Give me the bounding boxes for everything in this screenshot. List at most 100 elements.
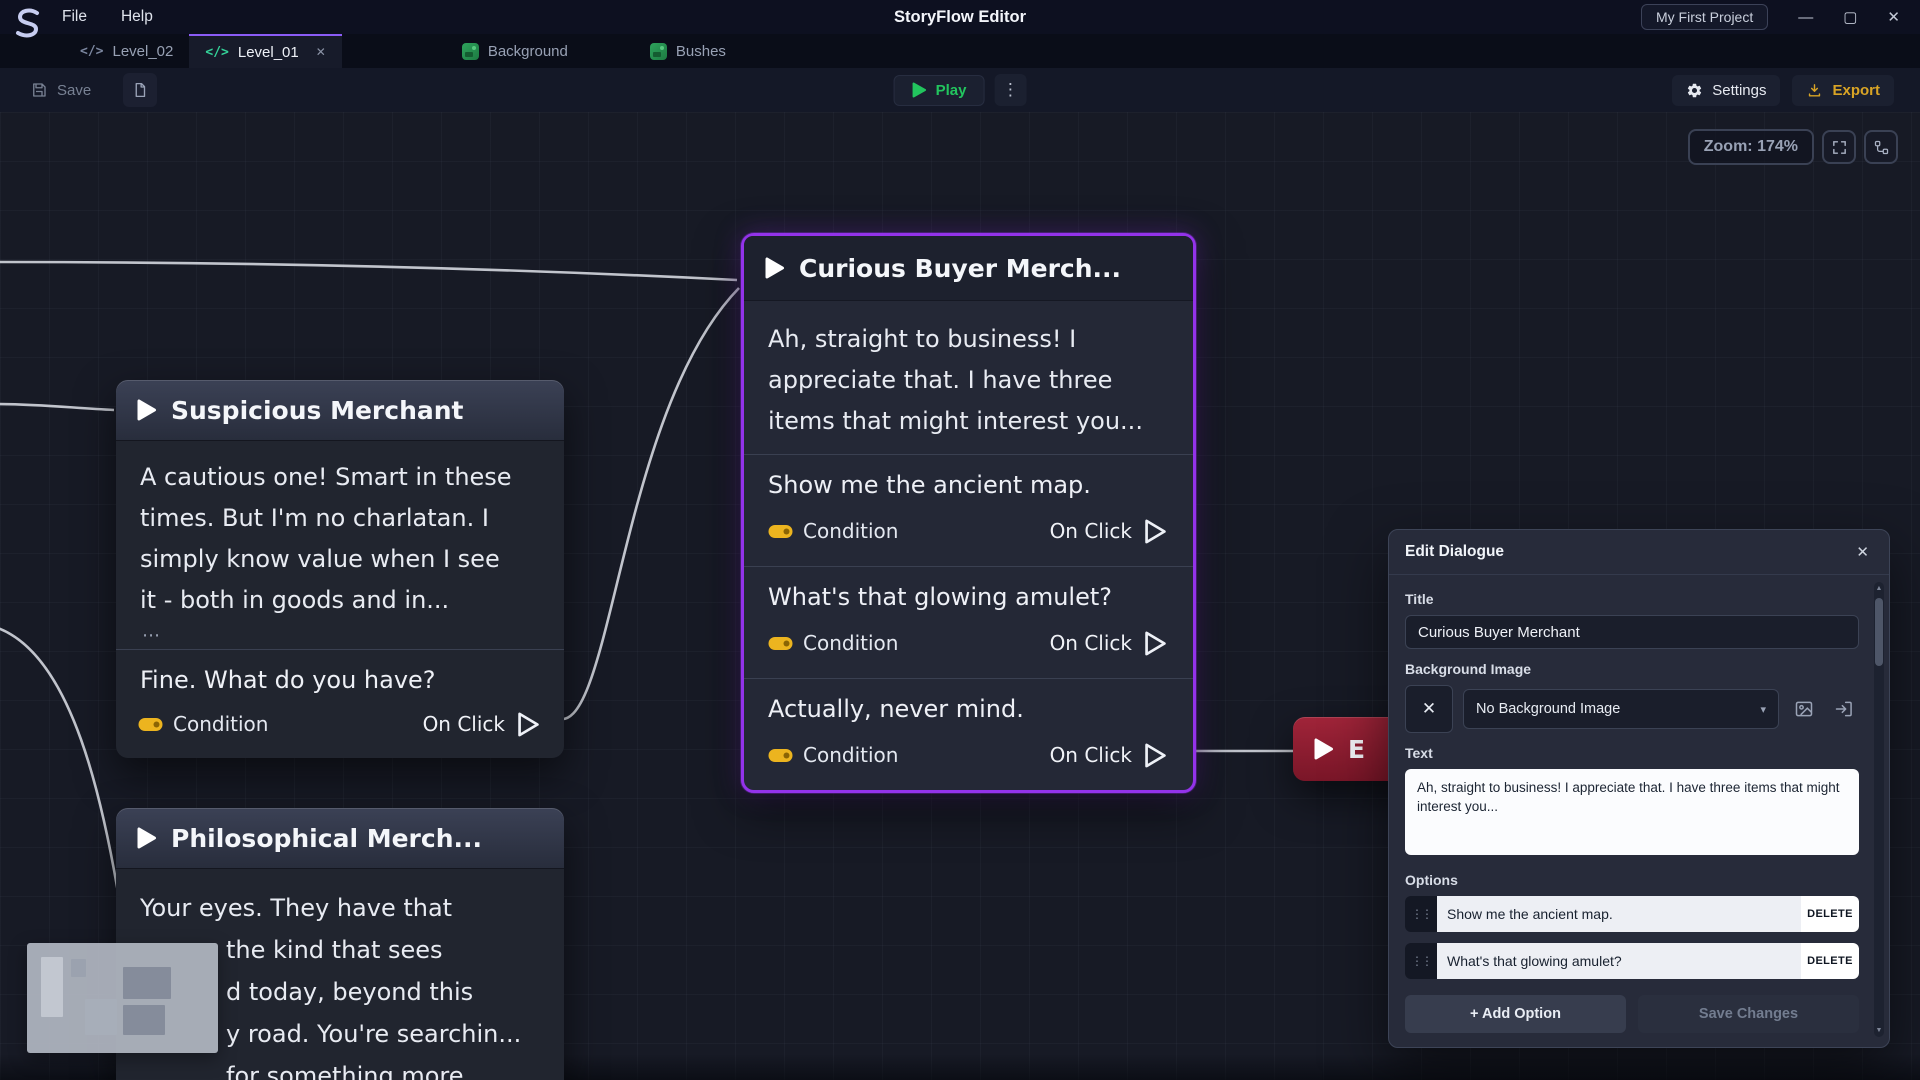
texture-thumbnail-icon <box>461 42 479 60</box>
option-row: ⋮⋮ DELETE <box>1405 896 1859 932</box>
background-image-select[interactable]: No Background Image ▾ <box>1463 689 1779 729</box>
zoom-controls: Zoom: 174% <box>1687 129 1898 165</box>
node-title: Curious Buyer Merch... <box>799 253 1122 283</box>
option-condition[interactable]: Condition <box>138 712 268 736</box>
background-image-label: Background Image <box>1405 661 1532 677</box>
option-condition[interactable]: Condition <box>768 631 898 655</box>
edit-dialogue-panel: Edit Dialogue ✕ Title Background Image ✕… <box>1388 529 1890 1048</box>
dialogue-node-suspicious-merchant[interactable]: Suspicious Merchant A cautious one! Smar… <box>116 380 564 758</box>
tab-level-01[interactable]: </> Level_01 ✕ <box>189 34 342 68</box>
play-outline-icon <box>1145 631 1166 655</box>
play-outline-icon <box>1145 519 1166 543</box>
settings-button[interactable]: Settings <box>1672 74 1781 106</box>
project-name-badge[interactable]: My First Project <box>1641 4 1769 30</box>
more-options-button[interactable]: ⋮ <box>994 74 1027 106</box>
maximize-icon[interactable]: ▢ <box>1843 9 1858 26</box>
dialogue-line: y road. You're searchin... <box>226 1020 522 1048</box>
dialogue-option[interactable]: Show me the ancient map. Condition On Cl… <box>744 454 1193 566</box>
node-title: E <box>1348 734 1366 764</box>
app-logo-icon[interactable] <box>8 4 48 44</box>
floppy-icon <box>33 83 46 97</box>
title-input[interactable] <box>1405 615 1859 649</box>
tab-background[interactable]: Background <box>446 34 584 68</box>
node-dialogue-text: A cautious one! Smart in these times. Bu… <box>140 463 512 614</box>
new-file-button[interactable] <box>123 73 158 107</box>
tab-label: Bushes <box>675 42 726 60</box>
fit-screen-icon <box>1832 140 1846 154</box>
tab-bar: </> Level_02 </> Level_01 ✕ Background B… <box>0 34 1920 68</box>
scroll-up-icon[interactable]: ▲ <box>1875 585 1883 592</box>
kebab-icon: ⋮ <box>1001 80 1019 99</box>
option-text-input[interactable] <box>1437 943 1801 979</box>
tab-bushes[interactable]: Bushes <box>634 34 742 68</box>
dialogue-text-input[interactable]: Ah, straight to business! I appreciate t… <box>1405 769 1859 855</box>
delete-option-button[interactable]: DELETE <box>1801 943 1859 979</box>
play-outline-icon <box>1145 743 1166 767</box>
import-icon <box>1835 701 1852 717</box>
scrollbar-thumb[interactable] <box>1875 598 1883 666</box>
option-onclick-port[interactable]: On Click <box>423 710 542 739</box>
node-dialogue-text: Ah, straight to business! I appreciate t… <box>768 325 1143 435</box>
node-dialogue-text: Your eyes. They have that the kind that … <box>116 869 564 1080</box>
panel-close-icon[interactable]: ✕ <box>1852 541 1873 563</box>
condition-key-icon <box>768 748 793 762</box>
play-icon <box>765 257 784 279</box>
drag-handle-icon[interactable]: ⋮⋮ <box>1411 907 1433 921</box>
dialogue-line: d today, beyond this <box>226 978 474 1006</box>
option-text: Show me the ancient map. <box>768 471 1091 499</box>
node-title: Philosophical Merch... <box>171 823 482 853</box>
tab-label: Level_01 <box>237 43 299 61</box>
tab-level-02[interactable]: </> Level_02 <box>64 34 189 68</box>
dialogue-node-philosophical-merchant[interactable]: Philosophical Merch... Your eyes. They h… <box>116 808 564 1080</box>
delete-option-button[interactable]: DELETE <box>1801 896 1859 932</box>
image-icon <box>1795 701 1813 717</box>
tab-label: Background <box>487 42 568 60</box>
panel-scrollbar[interactable]: ▲ ▼ <box>1874 582 1884 1037</box>
menu-file[interactable]: File <box>62 8 87 25</box>
close-icon[interactable]: ✕ <box>1887 9 1900 26</box>
dialogue-line: for something more... <box>226 1062 487 1080</box>
drag-handle-icon[interactable]: ⋮⋮ <box>1411 954 1433 968</box>
option-onclick-port[interactable]: On Click <box>1050 741 1169 770</box>
menu-bar: File Help StoryFlow Editor My First Proj… <box>0 0 1920 38</box>
import-image-button[interactable] <box>1829 694 1859 724</box>
dialogue-option[interactable]: Actually, never mind. Condition On Click <box>744 678 1193 790</box>
option-onclick-port[interactable]: On Click <box>1050 517 1169 546</box>
scroll-down-icon[interactable]: ▼ <box>1875 1027 1883 1034</box>
fit-view-button[interactable] <box>1822 130 1856 164</box>
tab-close-icon[interactable]: ✕ <box>315 45 326 59</box>
option-onclick-port[interactable]: On Click <box>1050 629 1169 658</box>
add-option-button[interactable]: + Add Option <box>1405 995 1626 1033</box>
truncation-indicator: ⋯ <box>142 625 160 646</box>
logo-s-icon <box>16 8 39 38</box>
save-changes-button[interactable]: Save Changes <box>1638 995 1859 1033</box>
dialogue-node-curious-buyer-selected[interactable]: Curious Buyer Merch... Ah, straight to b… <box>741 233 1196 793</box>
dialogue-option[interactable]: Fine. What do you have? Condition On Cli… <box>116 649 564 758</box>
text-field-label: Text <box>1405 745 1433 761</box>
option-condition[interactable]: Condition <box>768 519 898 543</box>
option-text-input[interactable] <box>1437 896 1801 932</box>
minimap-node <box>41 957 63 1017</box>
replace-image-button[interactable] <box>1789 694 1819 724</box>
node-header[interactable]: Suspicious Merchant <box>116 380 564 441</box>
play-icon <box>912 82 927 98</box>
condition-key-icon <box>768 524 793 538</box>
minimize-icon[interactable]: — <box>1798 8 1814 26</box>
node-header[interactable]: Philosophical Merch... <box>116 808 564 869</box>
dialogue-option[interactable]: What's that glowing amulet? Condition On… <box>744 566 1193 678</box>
option-condition[interactable]: Condition <box>768 743 898 767</box>
option-row: ⋮⋮ DELETE <box>1405 943 1859 979</box>
play-icon <box>1314 738 1333 760</box>
play-button[interactable]: Play <box>893 74 985 106</box>
auto-layout-button[interactable] <box>1864 130 1898 164</box>
export-button[interactable]: Export <box>1792 74 1894 106</box>
minimap[interactable] <box>27 943 218 1053</box>
clear-background-button[interactable]: ✕ <box>1405 685 1453 733</box>
node-header[interactable]: Curious Buyer Merch... <box>744 236 1193 301</box>
gear-icon <box>1688 83 1702 97</box>
title-field-label: Title <box>1405 591 1434 607</box>
menu-help[interactable]: Help <box>120 8 153 25</box>
play-icon <box>137 399 156 421</box>
save-button[interactable]: Save <box>24 80 97 100</box>
